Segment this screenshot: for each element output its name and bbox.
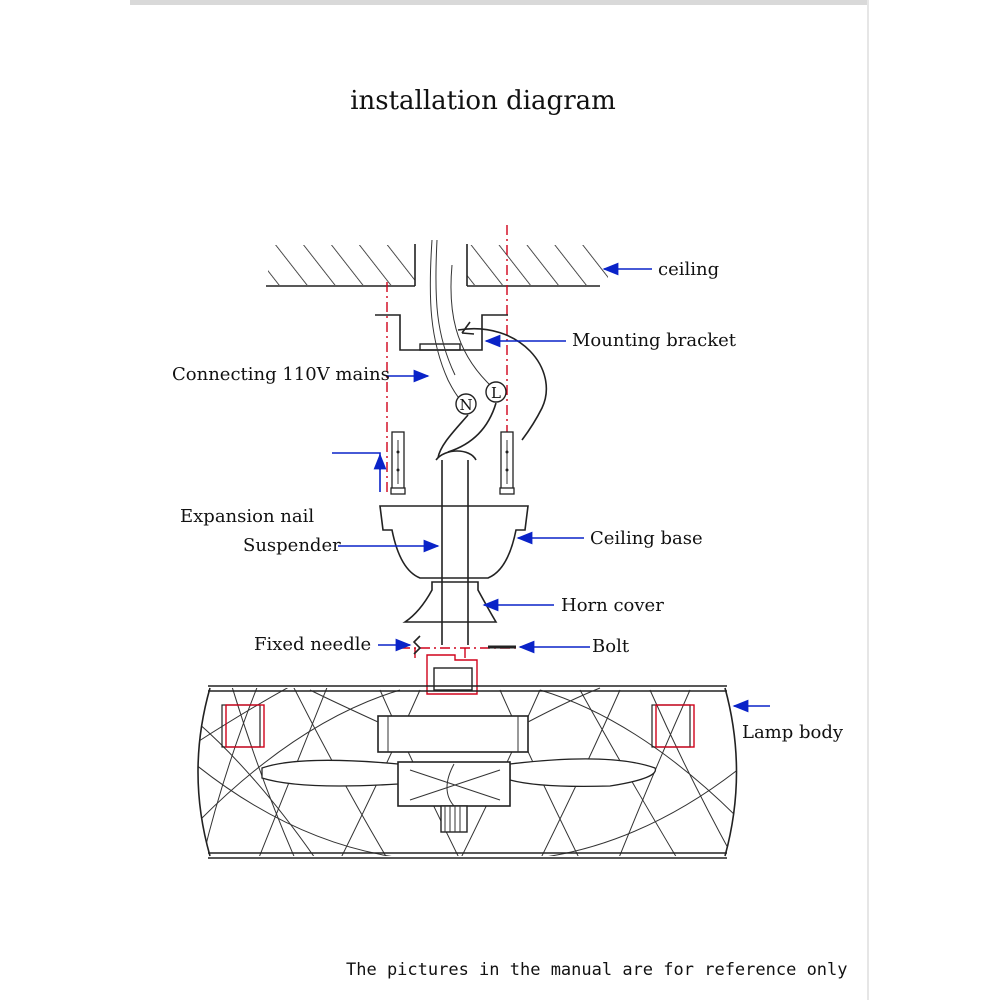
label-mounting-bracket: Mounting bracket: [572, 330, 737, 351]
label-mains: Connecting 110V mains: [172, 364, 390, 385]
label-bolt: Bolt: [592, 636, 630, 657]
expansion-nail-right: [499, 431, 515, 495]
ceiling-slab: [266, 244, 608, 288]
neutral-terminal: N: [455, 393, 477, 415]
page-top-edge: [130, 0, 868, 5]
label-lamp-body: Lamp body: [742, 722, 844, 743]
lamp-body: [197, 685, 738, 859]
ceiling-base: [379, 505, 529, 579]
mounting-bracket: [375, 314, 508, 351]
label-ceiling-base: Ceiling base: [590, 528, 703, 549]
label-suspender: Suspender: [243, 535, 341, 556]
connector-block: [426, 654, 478, 695]
neutral-label: N: [459, 396, 472, 414]
manual-page: [130, 0, 868, 1000]
label-horn-cover: Horn cover: [561, 595, 664, 616]
diagram-title: installation diagram: [350, 86, 616, 116]
label-expansion-nail: Expansion nail: [180, 506, 314, 527]
fixed-needle: [412, 635, 422, 655]
live-terminal: L: [485, 381, 507, 403]
reference-footnote: The pictures in the manual are for refer…: [346, 960, 848, 980]
live-label: L: [491, 384, 501, 402]
expansion-nail-left: [390, 431, 406, 495]
annotation-arrows: [332, 262, 770, 713]
label-ceiling: ceiling: [658, 259, 719, 280]
label-fixed-needle: Fixed needle: [254, 634, 371, 655]
horn-cover: [402, 581, 498, 623]
page-right-edge: [867, 0, 869, 1000]
